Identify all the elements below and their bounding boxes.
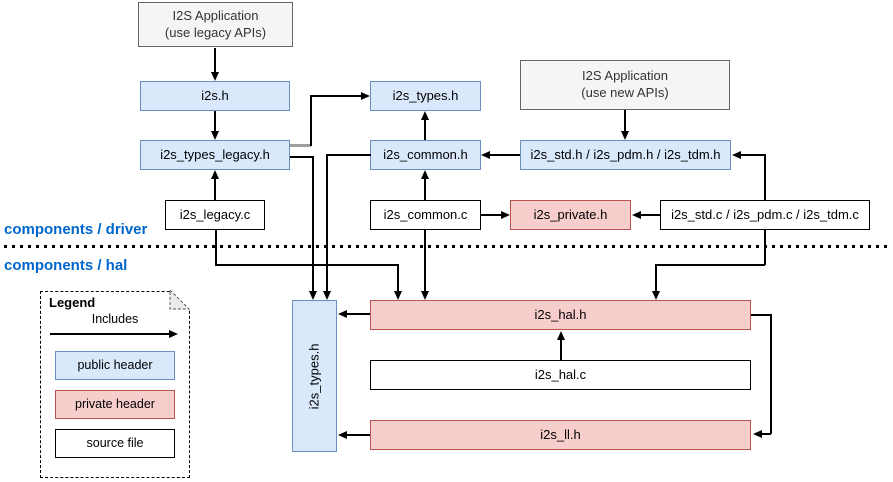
line-segment — [346, 434, 370, 436]
arrowhead-left — [732, 151, 741, 159]
node-i2s-std-pdm-tdm-headers-label: i2s_std.h / i2s_pdm.h / i2s_tdm.h — [530, 146, 721, 162]
arrowhead-right — [361, 92, 370, 100]
node-i2s-common-c: i2s_common.c — [370, 200, 481, 230]
node-i2s-types-h-driver-label: i2s_types.h — [392, 87, 459, 103]
line-segment — [560, 340, 562, 360]
line-segment — [761, 433, 771, 435]
arrowhead-right — [501, 211, 510, 219]
arrowhead-up — [421, 111, 429, 120]
line-segment — [740, 154, 765, 156]
node-i2s-types-legacy-h: i2s_types_legacy.h — [140, 140, 290, 170]
app-new-line2: (use new APIs) — [581, 85, 669, 100]
line-segment — [655, 264, 657, 292]
node-i2s-std-pdm-tdm-sources-label: i2s_std.c / i2s_pdm.c / i2s_tdm.c — [671, 206, 859, 222]
node-i2s-h-label: i2s.h — [201, 87, 229, 103]
arrowhead-right — [169, 330, 178, 338]
line-segment — [326, 154, 328, 292]
node-i2s-common-c-label: i2s_common.c — [383, 206, 468, 222]
app-new-line1: I2S Application — [581, 68, 668, 84]
node-i2s-ll-h: i2s_ll.h — [370, 420, 751, 450]
node-i2s-h: i2s.h — [140, 81, 290, 111]
layer-label-hal: components / hal — [4, 257, 128, 274]
node-i2s-std-pdm-tdm-sources: i2s_std.c / i2s_pdm.c / i2s_tdm.c — [660, 200, 870, 230]
line-segment — [310, 96, 312, 146]
line-segment — [640, 214, 660, 216]
legend-fold-corner-icon — [169, 290, 190, 310]
line-segment — [290, 156, 313, 158]
node-i2s-ll-h-label: i2s_ll.h — [540, 426, 581, 442]
arrowhead-down — [211, 131, 219, 140]
line-segment — [310, 95, 362, 97]
node-i2s-common-h-label: i2s_common.h — [383, 146, 468, 162]
arrowhead-down — [421, 291, 429, 300]
line-segment — [490, 154, 520, 156]
arrowhead-down — [652, 291, 660, 300]
node-i2s-hal-c-label: i2s_hal.c — [534, 366, 587, 382]
arrowhead-down — [211, 72, 219, 81]
node-i2s-legacy-c-label: i2s_legacy.c — [179, 206, 251, 222]
arrowhead-down — [323, 291, 331, 300]
legend-public-header-swatch: public header — [55, 351, 175, 380]
line-segment — [50, 333, 169, 335]
node-i2s-application-legacy: I2S Application (use legacy APIs) — [138, 2, 293, 47]
line-segment — [215, 230, 217, 265]
node-i2s-types-h-driver: i2s_types.h — [370, 81, 481, 111]
line-segment — [214, 178, 216, 200]
node-i2s-application-new: I2S Application (use new APIs) — [520, 60, 730, 110]
app-legacy-line2: (use legacy APIs) — [164, 24, 267, 40]
arrowhead-down — [309, 291, 317, 300]
legend-private-header-label: private header — [75, 397, 155, 412]
line-segment — [424, 120, 426, 140]
arrowhead-left — [338, 431, 347, 439]
line-segment — [624, 110, 626, 132]
legend-includes-label: Includes — [91, 312, 139, 326]
arrowhead-left — [481, 151, 490, 159]
arrowhead-down — [621, 131, 629, 140]
line-segment — [764, 230, 766, 265]
node-i2s-hal-h-label: i2s_hal.h — [534, 306, 587, 322]
line-segment — [290, 144, 311, 147]
node-i2s-private-h-label: i2s_private.h — [533, 206, 608, 222]
node-i2s-types-h-hal-label: i2s_types.h — [306, 343, 322, 409]
arrowhead-up — [421, 170, 429, 179]
legend-source-file-label: source file — [86, 436, 144, 451]
node-i2s-types-h-hal: i2s_types.h — [292, 300, 337, 452]
node-i2s-private-h: i2s_private.h — [510, 200, 631, 230]
line-segment — [764, 154, 766, 200]
node-i2s-hal-h: i2s_hal.h — [370, 300, 751, 330]
legend-source-file-swatch: source file — [55, 429, 175, 458]
layer-label-driver: components / driver — [4, 221, 148, 238]
line-segment — [214, 48, 216, 73]
line-segment — [424, 178, 426, 200]
node-i2s-types-legacy-h-label: i2s_types_legacy.h — [160, 146, 270, 162]
legend-public-header-label: public header — [77, 358, 153, 373]
arrowhead-up — [557, 331, 565, 340]
line-segment — [346, 313, 370, 315]
line-segment — [655, 264, 765, 266]
node-i2s-hal-c: i2s_hal.c — [370, 360, 751, 390]
line-segment — [215, 264, 398, 266]
layer-divider-dotted-line — [4, 245, 891, 248]
line-segment — [770, 314, 772, 434]
line-segment — [397, 264, 399, 292]
legend-private-header-swatch: private header — [55, 390, 175, 419]
line-segment — [326, 154, 371, 156]
line-segment — [424, 230, 426, 292]
node-i2s-std-pdm-tdm-headers: i2s_std.h / i2s_pdm.h / i2s_tdm.h — [520, 140, 731, 170]
arrowhead-up — [211, 170, 219, 179]
arrowhead-down — [394, 291, 402, 300]
node-i2s-legacy-c: i2s_legacy.c — [165, 200, 265, 230]
arrowhead-left — [753, 430, 762, 438]
app-legacy-line1: I2S Application — [172, 7, 259, 23]
line-segment — [481, 214, 502, 216]
node-i2s-common-h: i2s_common.h — [370, 140, 481, 170]
arrowhead-left — [338, 310, 347, 318]
line-segment — [214, 111, 216, 132]
arrowhead-left — [632, 211, 641, 219]
legend-title: Legend — [49, 295, 96, 310]
line-segment — [751, 314, 771, 316]
line-segment — [312, 156, 314, 292]
